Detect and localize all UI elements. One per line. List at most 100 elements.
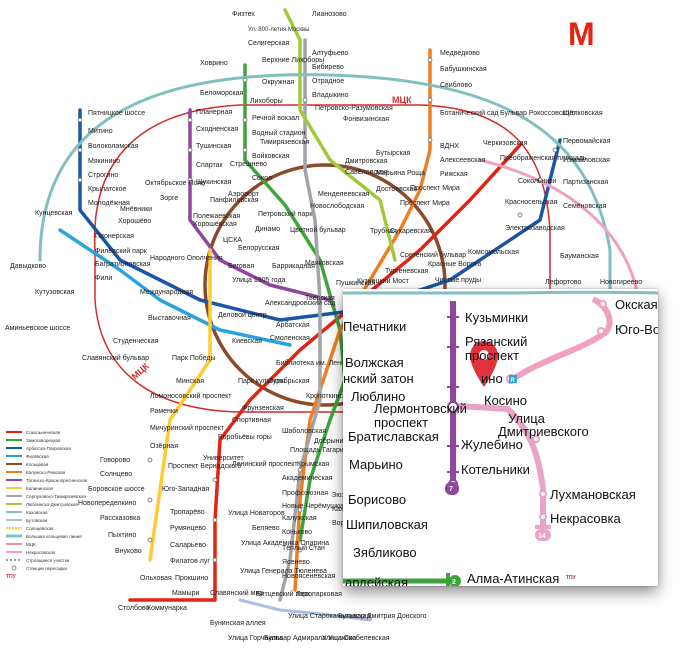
zoom-station-label: нский затон xyxy=(343,371,414,386)
line-badge-7: 7 xyxy=(449,486,453,493)
station-label: Достоевская xyxy=(376,186,417,193)
zoom-station-label: Улица xyxy=(508,411,546,426)
legend-label: Большая кольцевая линия xyxy=(26,534,82,539)
station-label: Минская xyxy=(176,378,204,385)
station-label: Коммунарка xyxy=(147,605,187,612)
station-label: Проспект Вернадского xyxy=(168,463,242,470)
station-label: Улица Горчакова xyxy=(228,635,283,642)
station-label: Аминьевское шоссе xyxy=(5,325,70,332)
station-dots xyxy=(77,57,558,563)
station-label: Филёвский парк xyxy=(95,247,148,255)
station-label: Сухаревская xyxy=(390,228,432,235)
station-label: Народного Ополчения xyxy=(150,255,223,262)
station-label: Стрешнево xyxy=(230,161,267,168)
station-label: Аэропорт xyxy=(228,191,260,198)
station-label: Водный стадион xyxy=(252,129,306,137)
zoom-station-label: Шипиловская xyxy=(346,517,428,532)
station-label: Комсомольская xyxy=(468,249,519,256)
station-label: Бутырская xyxy=(376,150,411,157)
zoom-station-label: Котельники xyxy=(461,462,530,477)
legend-label: Арбатско-Покровская xyxy=(26,446,72,451)
station-label: Тверская xyxy=(305,295,335,302)
station-label: Площадь Гагарина xyxy=(290,447,352,454)
zoom-station-label: Борисово xyxy=(348,492,406,507)
station-label: Ул. 800-летия Москвы xyxy=(248,27,309,33)
station-label: Бауманская xyxy=(560,253,599,260)
station-label: Отрадное xyxy=(312,78,344,85)
station-label: Университет xyxy=(203,455,245,462)
station-label: Беляево xyxy=(252,525,280,532)
station-label: Ломоносовский проспект xyxy=(150,392,232,400)
station-label: Селигерская xyxy=(248,40,290,47)
station-label: Владыкино xyxy=(312,92,349,99)
line-6 xyxy=(293,48,432,592)
station-label: Щукинская xyxy=(196,179,232,186)
station-label: Саларьево xyxy=(170,542,206,549)
station-label: Киевская xyxy=(232,338,262,345)
mcc-label: МЦК xyxy=(392,95,412,105)
legend-label: Станции пересадки xyxy=(26,566,67,571)
station-label: Лефортово xyxy=(545,279,582,286)
station-label: Партизанская xyxy=(563,179,608,186)
station-label: Строгино xyxy=(88,172,118,179)
station-label: Петровский парк xyxy=(258,210,313,218)
station-label: Студенческая xyxy=(113,338,159,345)
station-label: Юго-Западная xyxy=(162,486,209,493)
station-label: Ховрино xyxy=(200,60,228,67)
station-label: Пушкинская xyxy=(336,280,376,287)
tpu-label: ТПУ xyxy=(566,575,577,581)
zoom-station-label: проспект xyxy=(374,415,428,430)
station-label: Марьина Роща xyxy=(376,170,425,177)
legend-label: Таганско-Краснопресненская xyxy=(26,478,88,483)
station-label: ВДНХ xyxy=(440,143,459,150)
line-12 xyxy=(238,598,372,622)
zoom-station-label: ино xyxy=(481,371,503,386)
station-label: Кузнецкий Мост xyxy=(357,277,410,285)
station-label: Митино xyxy=(88,128,113,135)
zoom-station-label: Кузьминки xyxy=(465,310,528,325)
station-label: Боровское шоссе xyxy=(88,486,145,493)
zoom-station-label: Печатники xyxy=(343,319,406,334)
legend-label: Люблинско-Дмитровская xyxy=(26,502,78,507)
station-label: Планерная xyxy=(196,109,232,116)
station-label: Свиблово xyxy=(440,81,472,89)
station-label: Славянский мир xyxy=(210,589,263,597)
station-label: Новопеределкино xyxy=(78,500,136,507)
legend-label: Замоскворецкая xyxy=(26,438,61,443)
station-label: Черкизовская xyxy=(483,140,528,147)
line-badge-2: 2 xyxy=(452,579,456,586)
station-label: Волоколамская xyxy=(88,143,139,150)
zoom-inset: 7 14 2 R Печат xyxy=(343,289,658,586)
station-label: Фили xyxy=(95,275,112,282)
station-label: Спортивная xyxy=(232,417,271,424)
station-label: Измайловская xyxy=(563,156,610,164)
station-label: Тропарёво xyxy=(170,509,205,516)
station-label: Бунинская аллея xyxy=(210,620,266,627)
metro-logo: M xyxy=(568,16,595,52)
line-8 xyxy=(148,248,212,562)
station-label: Кунцевская xyxy=(35,210,73,217)
station-label: Крылатское xyxy=(88,186,126,193)
station-label: Первомайская xyxy=(563,137,611,145)
station-label: Семёновская xyxy=(563,203,607,210)
circle-line xyxy=(203,163,447,407)
station-label: Преображенская площадь xyxy=(500,154,587,162)
station-label: Бабушкинская xyxy=(440,65,487,73)
zoom-station-label: Зябликово xyxy=(353,545,417,560)
line-10 xyxy=(283,8,397,262)
station-label: Чистые пруды xyxy=(435,277,481,284)
station-label: Тёплый Стан xyxy=(282,544,325,552)
station-label: Красные Ворота xyxy=(428,261,481,268)
zoom-station-label: Люблино xyxy=(351,389,405,404)
station-label: Рижская xyxy=(440,171,468,178)
station-label: Трубная xyxy=(370,227,397,235)
mcc-ring xyxy=(66,91,569,434)
station-label: Сокольники xyxy=(518,178,556,185)
legend-label: Калужско-Рижская xyxy=(26,470,66,475)
station-label: Спартак xyxy=(196,162,223,169)
line-7 xyxy=(188,108,332,302)
station-label: Пыхтино xyxy=(108,532,136,539)
station-label: Лихоборы xyxy=(250,97,283,105)
station-label: Лианозово xyxy=(312,11,347,18)
station-label: Кутузовская xyxy=(35,289,75,296)
